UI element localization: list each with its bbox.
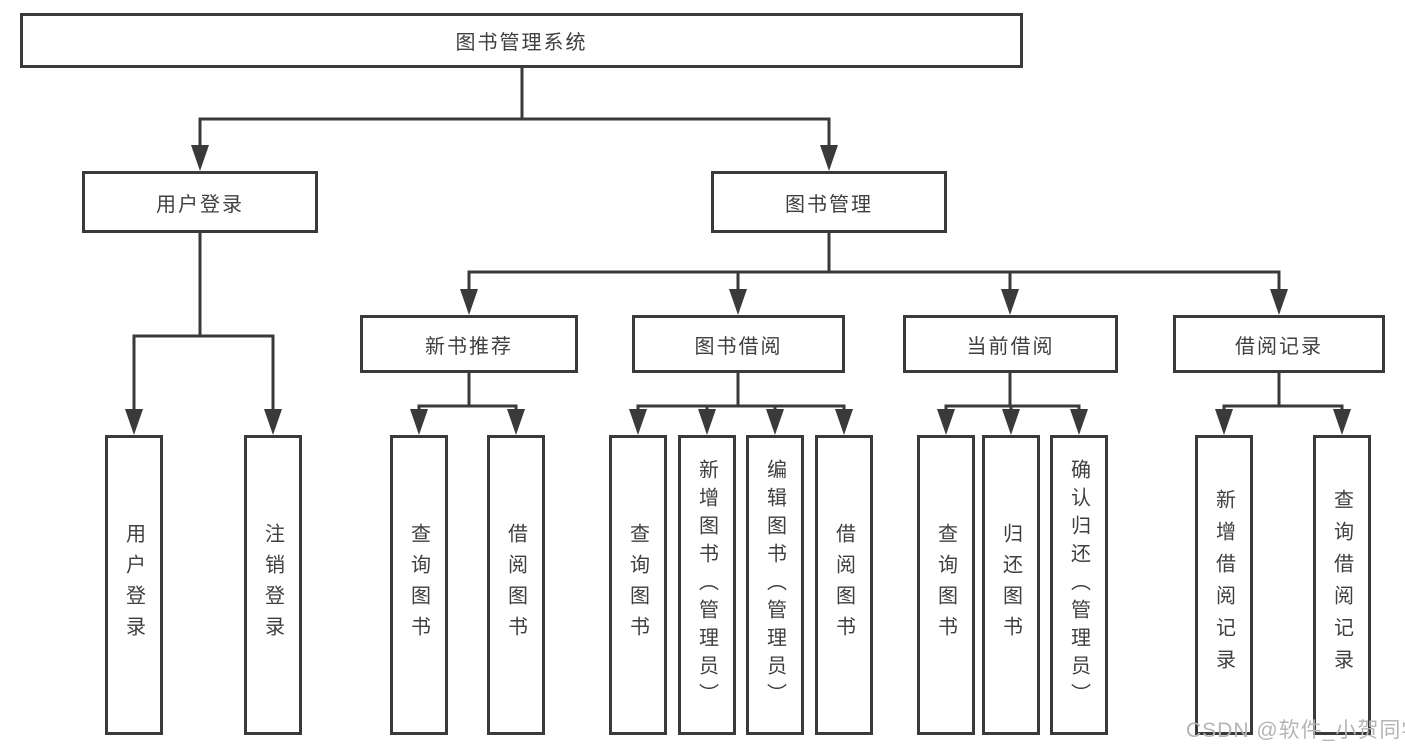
connector-user-login-to-leaves	[125, 233, 282, 435]
node-book-borrowing: 图书借阅	[632, 315, 845, 373]
leaf-query-books-borrowing: 查询图书	[609, 435, 667, 735]
connector-current-borrowing-to-leaves	[937, 373, 1088, 435]
node-new-book-recommend: 新书推荐	[360, 315, 578, 373]
node-user-login: 用户登录	[82, 171, 318, 233]
connector-borrowing-records-to-leaves	[1215, 373, 1351, 435]
leaf-borrow-books-recommend: 借阅图书	[487, 435, 545, 735]
leaf-query-books-recommend: 查询图书	[390, 435, 448, 735]
leaf-user-login: 用户登录	[105, 435, 163, 735]
connector-book-borrowing-to-leaves	[629, 373, 853, 435]
node-current-borrowing: 当前借阅	[903, 315, 1118, 373]
connector-root-to-level2	[191, 68, 838, 171]
csdn-watermark: CSDN @软件_小贺同学	[1186, 719, 1405, 742]
leaf-add-book-admin: 新增图书（管理员）	[678, 435, 736, 735]
leaf-borrow-books-borrowing: 借阅图书	[815, 435, 873, 735]
leaf-edit-book-admin: 编辑图书（管理员）	[746, 435, 804, 735]
leaf-logout: 注销登录	[244, 435, 302, 735]
connector-new-book-recommend-to-leaves	[410, 373, 525, 435]
node-book-management: 图书管理	[711, 171, 947, 233]
leaf-return-books: 归还图书	[982, 435, 1040, 735]
connector-book-management-to-level3	[460, 233, 1288, 315]
leaf-add-borrow-record: 新增借阅记录	[1195, 435, 1253, 735]
node-borrowing-records: 借阅记录	[1173, 315, 1385, 373]
leaf-query-books-current: 查询图书	[917, 435, 975, 735]
leaf-confirm-return-admin: 确认归还（管理员）	[1050, 435, 1108, 735]
leaf-query-borrow-record: 查询借阅记录	[1313, 435, 1371, 735]
node-root: 图书管理系统	[20, 13, 1023, 68]
